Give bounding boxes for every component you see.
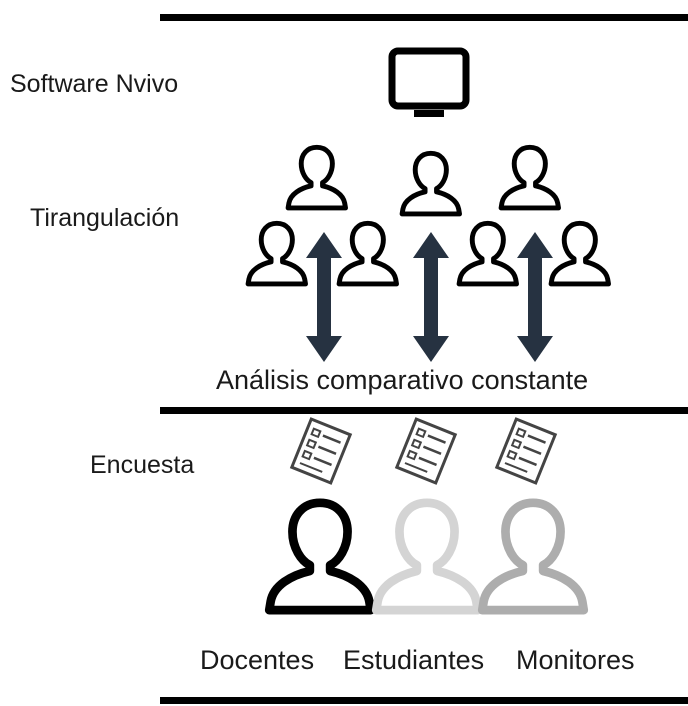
person-icon (288, 147, 345, 208)
double-arrow-icon (306, 232, 342, 362)
bottom-rule (160, 697, 688, 704)
group-label-docentes: Docentes (200, 645, 315, 675)
double-arrow-icon (413, 232, 449, 362)
survey-document-icon (395, 417, 457, 485)
survey-document-icon (495, 417, 557, 485)
person-icon-monitores (482, 503, 584, 610)
analysis-label: Análisis comparativo constante (216, 365, 589, 395)
triangulation-label: Tirangulación (30, 204, 180, 232)
person-icon (501, 147, 558, 208)
survey-document-icon (290, 417, 352, 485)
person-icon (248, 223, 305, 284)
person-icon (551, 223, 608, 284)
group-label-monitores: Monitores (516, 645, 635, 675)
software-label: Software Nvivo (10, 70, 179, 98)
person-icon-estudiantes (376, 503, 478, 610)
person-icon-docentes (269, 503, 371, 610)
group-label-estudiantes: Estudiantes (343, 645, 485, 675)
person-icon (339, 223, 396, 284)
middle-rule (160, 407, 688, 414)
double-arrow-icon (517, 232, 553, 362)
person-icon (459, 223, 516, 284)
survey-label: Encuesta (90, 451, 195, 479)
top-rule (160, 14, 688, 21)
monitor-icon (388, 47, 470, 117)
person-icon (402, 153, 459, 214)
